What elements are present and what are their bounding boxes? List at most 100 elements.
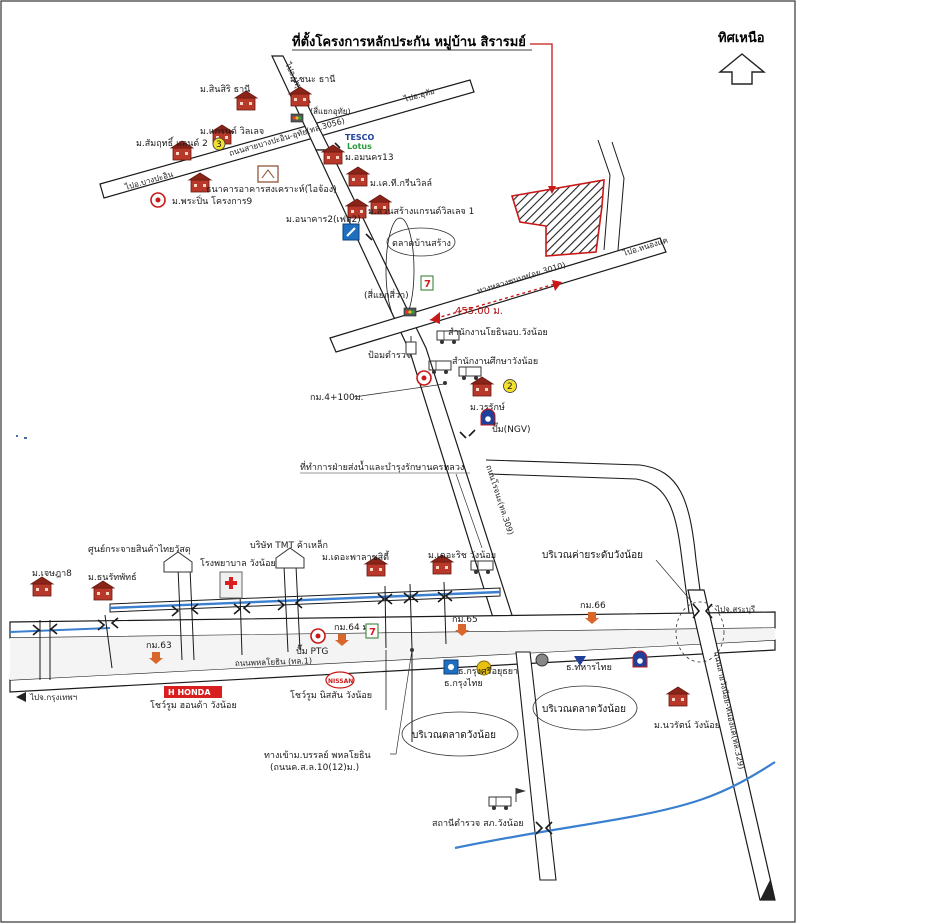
label-m-suansang: ม.สวนสร้างแกรนด์วิลเลจ 1 [368,205,474,217]
bridge-marks [32,142,713,835]
label-nissan-showroom: โชว์รูม นิสสัน วังน้อย [290,689,372,701]
road-to-329 [485,459,705,621]
label-m-chaiyaphruek: ม.เดอะพาลาชสิตี้ [322,550,390,563]
label-km-65: กม.65 [452,615,478,625]
north-arrow-icon [718,53,766,85]
title-pointer [530,43,553,190]
label-m-grand-village: ม.แกรนด์ วิลเลจ [200,125,264,137]
svg-text:7: 7 [424,279,431,290]
label-office-school: สำนักงานศึกษาวังน้อย [452,356,538,367]
label-thai-product: ศูนย์กระจายสินค้าไทยวัสดุ [88,543,191,555]
road-label-to-saraburi: ไปจ.สระบุรี [715,605,756,614]
bank-ayudhya-icon [476,660,492,676]
label-wang-noi-district: บริเวณค่ายระดับวังน้อย [542,549,643,561]
market-wang-noi-area-1 [401,711,519,757]
distance-arrow [429,280,563,324]
bank-building-icon [257,165,279,183]
side-streets [39,565,447,680]
label-m-sinsiri: ม.สินสิริ ธานี [200,84,250,95]
expressway-icon [342,223,360,241]
market-ban-sang-area [386,227,456,257]
label-m-thanarat: ม.ธนรัทพัทธ์ [88,571,137,583]
svg-text:7: 7 [369,627,376,638]
label-ptg: ปั๊ม PTG [296,644,328,657]
svg-text:H HONDA: H HONDA [168,688,211,697]
shell-station-icon [150,192,166,208]
label-m-anakarn-2: ม.อนาคาร2(เฟส2) [286,215,361,225]
badge-3-label: 3 [216,140,222,150]
svg-text:NISSAN: NISSAN [328,678,353,685]
label-m-prapin: ม.พระปิ่น โครงการ9 [172,194,253,207]
label-m-chonlada: ม.เจษฎา8 [32,569,72,579]
seven-eleven-icon: 7 [365,623,379,639]
south-roads [385,648,557,881]
label-m-the-rich: ม.เดอะริช วังน้อย [428,550,496,561]
road-label-phahon: ถนนพหลโยธิน (ทล.1) [235,655,312,668]
label-km-4100: กม.4+100ม. [310,393,363,403]
badge-3 [212,137,226,151]
traffic-light-icon [403,307,417,317]
label-gate-road: ทางเข้าม.บรรลย์ พหลโยธิน [264,749,371,761]
scan-specks [16,435,27,439]
shell-station-icon [416,370,432,386]
label-bank-ayudhya: ธ.กรุงศรีอยุธยา [458,666,518,677]
warehouse-icon [163,551,193,573]
label-m-nawarat: ม.นวรัตน์ วังน้อย [654,719,720,731]
label-talad-ban-sang: ตลาดบ้านสร้าง [392,238,451,249]
label-m-amnat-13: ม.อมนคร13 [345,153,394,163]
honda-logo: H HONDA [164,686,222,698]
label-bank-military: ธ.ทหารไทย [566,662,612,673]
road-phahon [9,611,776,693]
label-m-chana-thani: ม.ชนะ ธานี [290,74,335,85]
canal-south [454,761,776,850]
svg-text:Lotus: Lotus [347,142,372,151]
ptt-station-icon [632,650,648,668]
bank-military-icon [574,656,586,666]
seven-eleven-icon: 7 [420,275,434,291]
label-office-obt: สำนักงานโยธินอบ.วังน้อย [448,327,548,338]
label-gate-road-sub: (ถนนค.ส.ล.10(12)ม.) [270,763,359,773]
label-honda-showroom: โชว์รูม ฮอนด้า วังน้อย [150,699,237,711]
label-bank-housing: ธนาคารอาคารสงเคราะห์(ไอจ้อง) [206,183,337,195]
junction-highlight [675,601,725,663]
label-ngv: ปั๊ม(NGV) [492,422,531,435]
label-km-64: กม.64 ม. [334,623,371,633]
label-sam-yaek-si-wa: (สี่แยกสี่วา) [364,288,409,301]
roundabout-icon [535,653,549,667]
north-label: ทิศเหนือ [718,30,765,46]
label-m-kt-green: ม.เค.ที.กรีนวิลล์ [370,177,432,189]
road-label-to-bangkok: ไปจ.กรุงเทพฯ [29,693,77,702]
flag-icon [515,788,526,802]
distance-label: 455.00 ม. [455,306,503,317]
bank-ktb-icon [443,659,459,675]
label-tmt: บริษัท TMT ค้าเหล็ก [250,538,328,551]
project-site [510,179,605,257]
road-project-access [597,139,625,251]
ptg-station-icon [310,628,326,644]
label-bank-ktb: ธ.กรุงไทย [444,678,483,689]
warehouse-icon [275,547,305,569]
nissan-logo: NISSAN [325,671,355,689]
badge-2 [503,379,517,393]
label-market-1: บริเวณตลาดวังน้อย [412,729,496,741]
hospital-icon [219,571,243,599]
traffic-light-icon [290,113,304,123]
road-3010 [329,237,667,353]
label-hospital: โรงพยาบาล วังน้อย [200,558,276,569]
label-m-worarak: ม.วรรักษ์ [470,401,505,413]
label-m-sambat-land: ม.สัมฤทธิ์ แลนด์ 2 [136,136,208,149]
tesco-lotus-logo: TESCO Lotus [345,133,375,151]
map-frame [0,0,796,923]
road-3056 [99,79,475,199]
label-police-station: สถานีตำรวจ สภ.วังน้อย [432,818,524,829]
label-market-2: บริเวณตลาดวังน้อย [542,703,626,715]
badge-2-label: 2 [507,382,513,392]
market-wang-noi-area-2 [532,685,638,731]
label-km-66: กม.66 [580,601,606,611]
label-km-63: กม.63 [146,641,172,651]
label-waterworks: ที่ทำการฝ่ายส่งน้ำและบำรุงรักษานครหลวง [300,460,464,473]
ptt-station-icon [480,408,496,426]
police-box-icon [405,336,417,355]
label-sam-yaek-u-thai: (สี่แยกอุทัย) [310,105,351,116]
